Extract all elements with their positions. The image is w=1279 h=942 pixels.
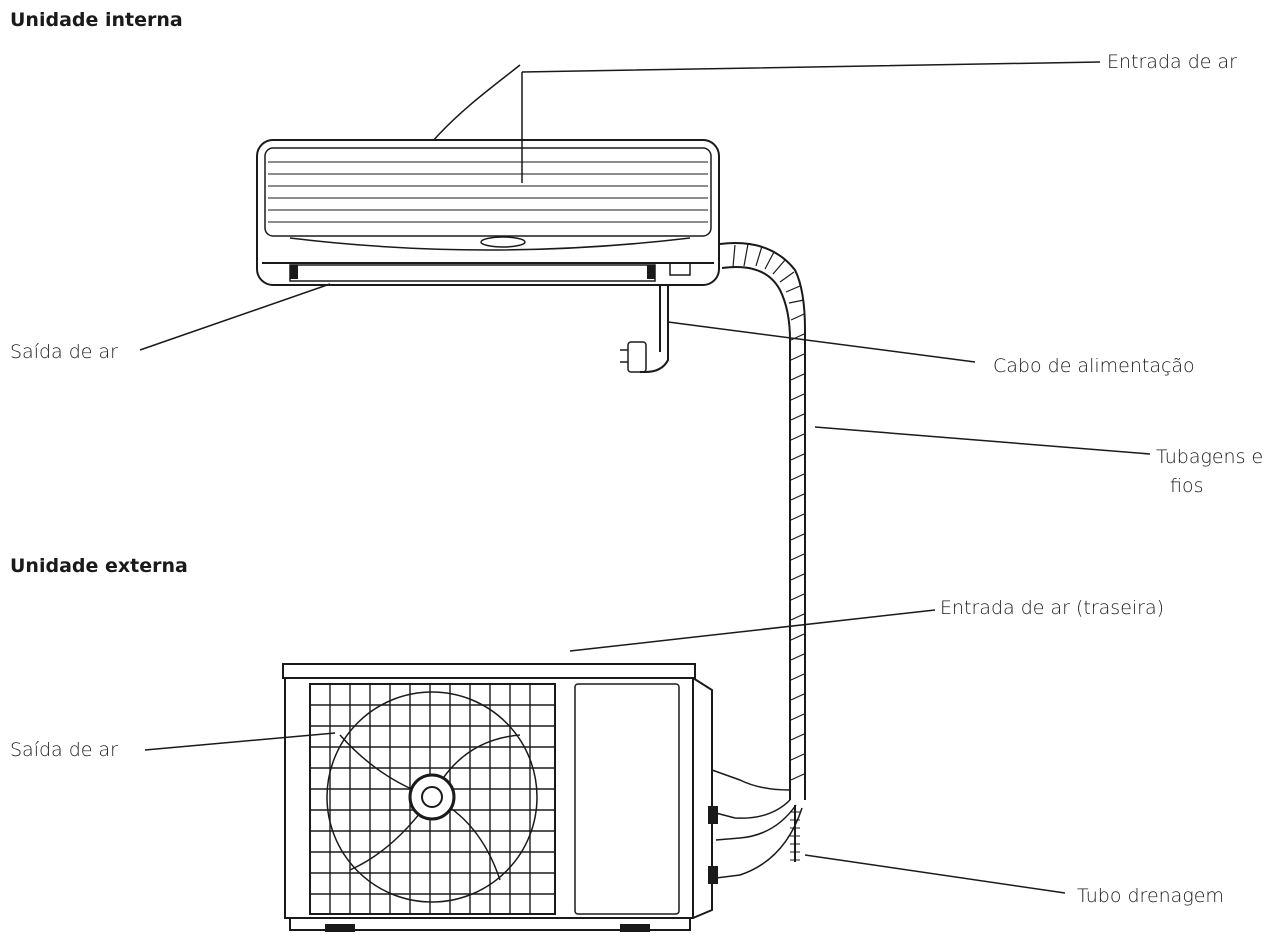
label-air-inlet-rear: Entrada de ar (traseira) bbox=[940, 597, 1164, 619]
indoor-front-panel bbox=[264, 147, 712, 237]
leader-air-outlet-outdoor bbox=[144, 732, 336, 751]
indoor-status-indicator bbox=[669, 262, 691, 276]
drain-tube-ribs bbox=[790, 811, 800, 861]
indoor-display-window bbox=[480, 236, 526, 248]
leader-piping bbox=[814, 426, 1151, 455]
label-air-outlet-indoor: Saída de ar bbox=[10, 341, 118, 363]
outdoor-foot-right bbox=[620, 924, 650, 932]
indoor-top-edge bbox=[431, 64, 521, 143]
heading-outdoor-unit: Unidade externa bbox=[10, 555, 188, 577]
label-air-inlet: Entrada de ar bbox=[1107, 51, 1237, 73]
indoor-outlet-corner-left bbox=[290, 265, 298, 279]
outdoor-unit bbox=[282, 663, 718, 932]
outdoor-body bbox=[284, 677, 694, 919]
leader-air-inlet bbox=[521, 61, 1101, 183]
outdoor-top-cover bbox=[282, 663, 696, 679]
label-drain-tube: Tubo drenagem bbox=[1077, 885, 1224, 907]
leader-lines bbox=[139, 61, 1151, 894]
indoor-body bbox=[256, 139, 720, 286]
piping-hose bbox=[711, 242, 806, 879]
leader-power-cable bbox=[667, 321, 976, 363]
fan-grille-frame bbox=[309, 683, 556, 915]
indoor-outlet-corner-right bbox=[647, 265, 655, 279]
outdoor-service-panel bbox=[574, 683, 680, 915]
pipe-connection-1 bbox=[711, 799, 791, 819]
service-valve-2 bbox=[708, 866, 718, 884]
leader-air-outlet-indoor bbox=[139, 283, 331, 351]
fan-center bbox=[421, 786, 443, 808]
label-power-cable: Cabo de alimentação bbox=[993, 355, 1195, 377]
label-piping-line1: Tubagens e bbox=[1156, 446, 1263, 468]
outdoor-foot-left bbox=[325, 924, 355, 932]
service-valve-1 bbox=[708, 806, 718, 824]
hose-ribs bbox=[732, 243, 805, 781]
indoor-unit bbox=[256, 64, 720, 373]
label-air-outlet-outdoor: Saída de ar bbox=[10, 739, 118, 761]
indoor-display-band bbox=[289, 237, 691, 251]
outdoor-base bbox=[289, 917, 691, 931]
pipe-connection-2 bbox=[715, 804, 797, 841]
indoor-louvers bbox=[268, 161, 708, 223]
wire-connection bbox=[711, 769, 791, 791]
leader-air-inlet-rear bbox=[569, 609, 936, 652]
label-piping-line2: fios bbox=[1170, 475, 1204, 497]
power-plug bbox=[627, 341, 647, 373]
leader-drain-tube bbox=[804, 854, 1066, 894]
pipe-connection-3 bbox=[715, 807, 803, 879]
power-cable-line bbox=[640, 285, 669, 373]
fan-ring bbox=[326, 691, 538, 903]
heading-indoor-unit: Unidade interna bbox=[10, 9, 183, 31]
outdoor-side-panel bbox=[692, 677, 713, 919]
